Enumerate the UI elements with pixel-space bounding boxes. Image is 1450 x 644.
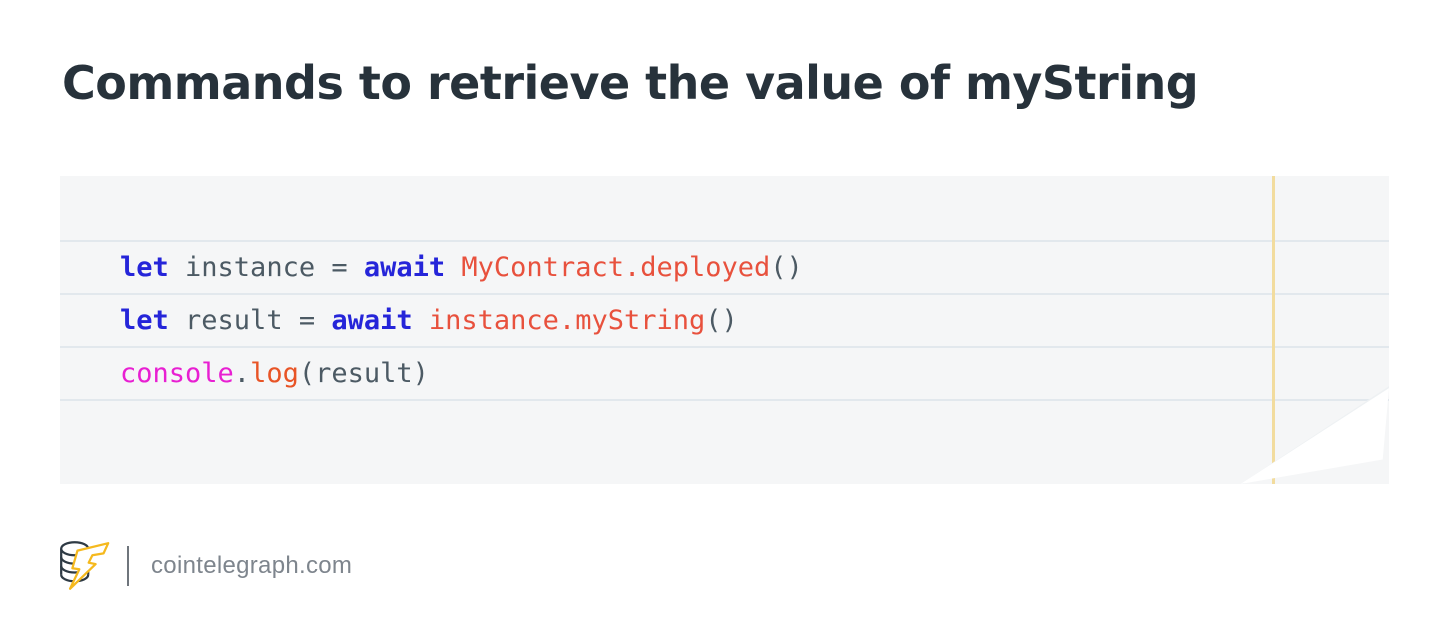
- code-token-plain: .: [233, 358, 251, 389]
- code-token-member: MyContract.deployed: [461, 252, 771, 283]
- code-token-plain: [413, 305, 429, 336]
- code-token-keyword: await: [331, 305, 413, 336]
- ruled-line: [60, 240, 1389, 242]
- code-token-keyword: let: [120, 252, 169, 283]
- lightning-bolt-icon: [68, 542, 110, 590]
- code-token-member: instance.myString: [428, 305, 706, 336]
- ruled-line: [60, 399, 1389, 401]
- code-token-plain: (result): [298, 358, 429, 389]
- page-title: Commands to retrieve the value of myStri…: [62, 56, 1199, 110]
- code-token-keyword: let: [120, 305, 169, 336]
- code-line: let instance = await MyContract.deployed…: [120, 241, 1269, 294]
- margin-line: [1272, 176, 1275, 484]
- footer-site-label: cointelegraph.com: [151, 551, 353, 579]
- code-token-object: console: [120, 358, 234, 389]
- cointelegraph-logo: [60, 541, 110, 590]
- code-lines: let instance = await MyContract.deployed…: [120, 241, 1269, 400]
- ruled-line: [60, 293, 1389, 295]
- code-token-method: log: [250, 358, 299, 389]
- code-token-plain: instance =: [168, 252, 364, 283]
- footer: cointelegraph.com: [57, 537, 352, 594]
- code-line: let result = await instance.myString(): [120, 294, 1269, 347]
- ruled-line: [60, 346, 1389, 348]
- code-token-plain: [445, 252, 461, 283]
- code-token-plain: (): [705, 305, 738, 336]
- code-line: console.log(result): [120, 347, 1269, 400]
- code-block: let instance = await MyContract.deployed…: [60, 176, 1389, 484]
- footer-divider: [127, 545, 129, 586]
- code-token-keyword: await: [363, 252, 446, 283]
- code-token-plain: (): [770, 252, 803, 283]
- code-token-plain: result =: [168, 305, 332, 336]
